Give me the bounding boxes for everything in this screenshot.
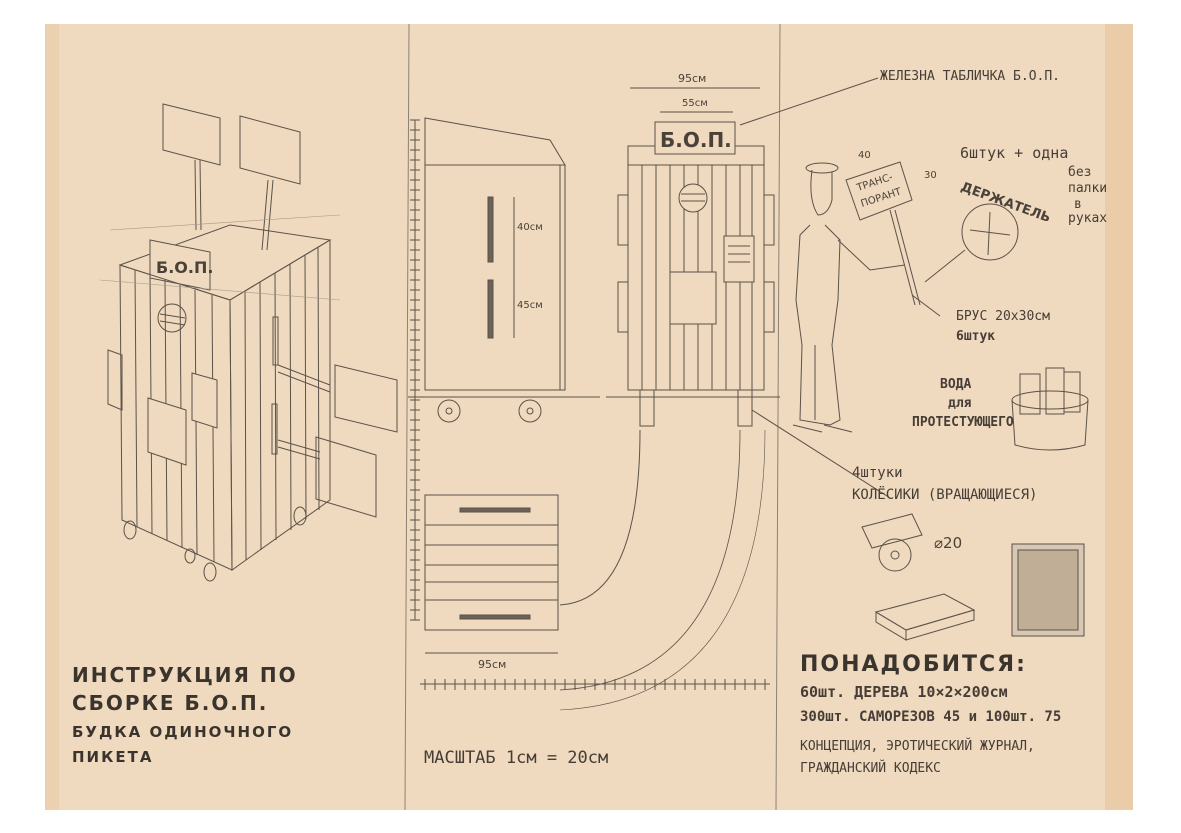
holder-detail bbox=[924, 203, 1019, 283]
front-view-plaque bbox=[723, 235, 755, 283]
materials-heading: ПОНАДОБИТСЯ: bbox=[800, 652, 1027, 677]
top-sign-right bbox=[239, 115, 301, 185]
front-view-sign bbox=[654, 121, 736, 155]
front-view-hatch bbox=[669, 271, 717, 325]
title-line-1: ИНСТРУКЦИЯ ПО bbox=[72, 663, 298, 687]
booth-round-window bbox=[157, 303, 187, 333]
side-banner-right-lower bbox=[315, 436, 377, 518]
leader-iron-plate bbox=[739, 77, 879, 126]
side-view bbox=[408, 117, 600, 423]
water-label-2: для bbox=[948, 396, 972, 411]
wheel-diameter: ⌀20 bbox=[934, 534, 962, 552]
wheels-label-1: 4штуки bbox=[852, 465, 903, 481]
title-line-3: БУДКА ОДИНОЧНОГО bbox=[72, 723, 294, 741]
banner-width: 40 bbox=[858, 150, 871, 161]
fold-line-1 bbox=[404, 23, 410, 811]
side-banner-right-upper bbox=[334, 364, 398, 433]
front-view bbox=[606, 121, 780, 427]
banner-qty-1: 6штук + одна bbox=[960, 144, 1069, 162]
top-sign-left bbox=[162, 103, 221, 166]
banner-sign bbox=[845, 161, 921, 306]
dim-label-95-bottom: 95см bbox=[478, 658, 506, 671]
scale-label: МАСШТАБ 1см = 20см bbox=[424, 748, 609, 768]
booth-sign-box bbox=[149, 239, 211, 291]
booth-sign-iso: Б.О.П. bbox=[156, 258, 213, 277]
wheels-label-2: КОЛЁСИКИ (ВРАЩАЮЩИЕСЯ) bbox=[852, 487, 1038, 503]
booth-wheel-4 bbox=[184, 548, 196, 564]
booth-wheel-2 bbox=[203, 562, 217, 582]
wheel-caster bbox=[861, 513, 923, 572]
fold-line-2 bbox=[775, 23, 781, 811]
leader-beam bbox=[911, 294, 941, 317]
materials-item-4: ГРАЖДАНСКИЙ КОДЕКС bbox=[800, 761, 941, 776]
booth-wheel-3 bbox=[293, 506, 307, 526]
title-line-2: СБОРКЕ Б.О.П. bbox=[72, 691, 269, 715]
title-line-4: ПИКЕТА bbox=[72, 748, 154, 766]
booth-plaque bbox=[191, 372, 218, 429]
booth-sign-front: Б.О.П. bbox=[660, 128, 732, 152]
water-label-3: ПРОТЕСТУЮЩЕГО bbox=[912, 415, 1014, 430]
top-view-body bbox=[424, 494, 559, 631]
side-view-wheel-1 bbox=[437, 399, 461, 423]
banner-qty-4: в bbox=[1074, 197, 1082, 212]
banner-qty-2: без bbox=[1068, 165, 1092, 180]
front-view-round-window bbox=[678, 183, 708, 213]
booth-right-face bbox=[229, 239, 331, 571]
paper-tape-right bbox=[1105, 24, 1133, 810]
iron-plate-label: ЖЕЛЕЗНА ТАБЛИЧКА Б.О.П. bbox=[880, 69, 1061, 84]
banner-qty-5: руках bbox=[1068, 211, 1108, 226]
dim-label-40: 40см bbox=[517, 222, 543, 233]
banner-qty-3: палки bbox=[1068, 181, 1108, 196]
water-bucket bbox=[1011, 367, 1089, 451]
side-banner-left bbox=[107, 349, 123, 411]
materials-item-3: КОНЦЕПЦИЯ, ЭРОТИЧЕСКИЙ ЖУРНАЛ, bbox=[800, 739, 1035, 754]
book-sketch bbox=[874, 593, 976, 641]
magazine-sketch bbox=[1011, 543, 1085, 637]
side-view-wheel-2 bbox=[518, 399, 542, 423]
banner-height: 30 bbox=[924, 170, 937, 181]
paper bbox=[45, 24, 1133, 810]
paper-tape-left bbox=[45, 24, 59, 810]
materials-item-1: 60шт. ДЕРЕВА 10×2×200см bbox=[800, 683, 1008, 701]
booth-hatch bbox=[147, 397, 187, 466]
policeman-figure bbox=[792, 162, 906, 433]
dim-label-55: 55см bbox=[682, 98, 708, 109]
beam-label-2: 6штук bbox=[956, 329, 996, 344]
dim-label-95-top: 95см bbox=[678, 72, 706, 85]
isometric-booth bbox=[99, 103, 398, 582]
leader-wheels bbox=[751, 409, 891, 499]
materials-item-2: 300шт. САМОРЕЗОВ 45 и 100шт. 75 bbox=[800, 709, 1062, 725]
water-label-1: ВОДА bbox=[940, 377, 972, 392]
beam-label-1: БРУС 20х30см bbox=[956, 309, 1050, 324]
dim-label-45: 45см bbox=[517, 300, 543, 311]
booth-wheel-1 bbox=[123, 520, 137, 540]
